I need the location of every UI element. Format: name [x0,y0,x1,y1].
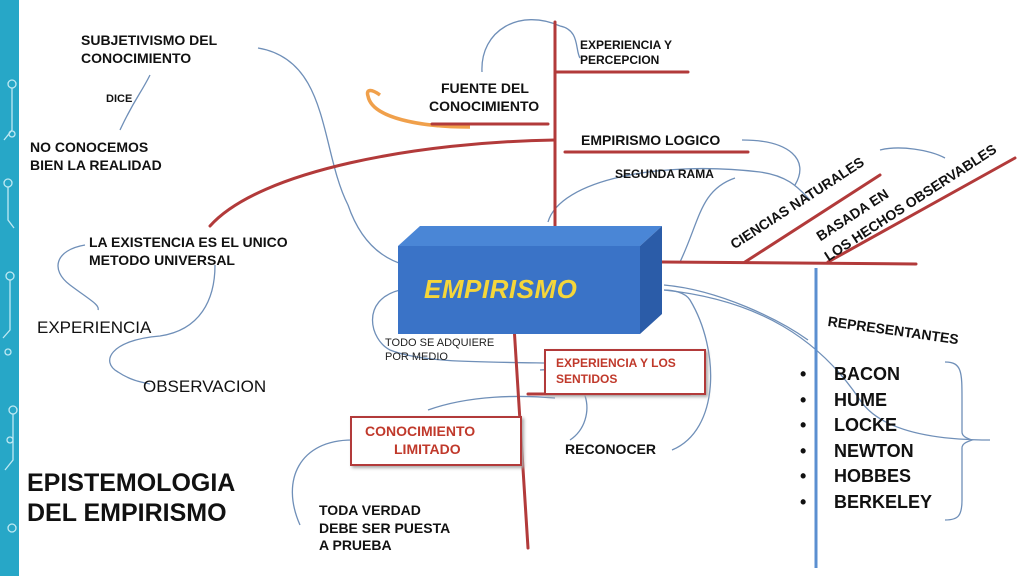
node-observacion: OBSERVACION [143,377,267,396]
slide-title-line1: EPISTEMOLOGIA [27,469,236,497]
bullet-icon: • [800,491,807,512]
node-reconocer: RECONOCER [565,441,657,457]
representante-name: HUME [834,389,887,410]
bullet-icon: • [800,415,807,435]
curve-todo-se [372,289,549,364]
node-no-conocemos: NO CONOCEMOS BIEN LA REALIDAD [30,139,162,174]
node-toda-verdad-line2: DEBE SER PUESTA [319,519,451,536]
center-label: EMPIRISMO [424,274,578,304]
curve-subjetivismo [257,47,406,266]
list-item: • LOCKE [800,413,932,439]
node-exp-sentidos-line1: EXPERIENCIA Y LOS [556,356,676,370]
node-exp-sentidos-line2: SENTIDOS [556,372,618,386]
node-experiencia-percepcion-line2: PERCEPCION [580,53,660,67]
slide-title-line2: DEL EMPIRISMO [27,499,227,527]
representante-name: LOCKE [834,415,897,435]
representantes-bracket [944,361,975,521]
list-item: • BACON [800,362,932,388]
curve-experiencia-percepcion [559,25,581,59]
box-conoc-limitado: CONOCIMIENTO LIMITADO [350,416,522,466]
curve-segunda-rama [547,167,811,223]
node-existencia-line1: LA EXISTENCIA ES EL UNICO [89,234,288,250]
node-empirismo-logico: EMPIRISMO LOGICO [581,132,721,148]
list-item: • HUME [800,388,932,414]
list-item: • NEWTON [800,439,932,465]
curve-reps-bracket [663,289,991,441]
node-todo-se-line2: POR MEDIO [385,350,448,363]
node-toda-verdad-line3: A PRUEBA [319,537,392,553]
sidebar-decoration [0,0,19,576]
node-fuente-line2: CONOCIMIENTO [429,97,540,114]
curve-ciencias [879,147,946,159]
curve-dice [119,74,151,131]
node-segunda-rama: SEGUNDA RAMA [615,167,714,181]
curve-fuente [481,19,561,73]
node-conoc-limitado-line2: LIMITADO [394,441,461,457]
representantes-list: • BACON • HUME • LOCKE • NEWTON • HOBBES • BER… [800,362,932,515]
node-subjetivismo-line1: SUBJETIVISMO DEL [81,32,218,48]
node-todo-se-line1: TODO SE ADQUIERE [385,337,495,349]
representante-name: BACON [834,364,900,384]
node-fuente: FUENTE DEL CONOCIMIENTO [429,80,539,115]
node-toda-verdad: TODA VERDAD DEBE SER PUESTA A PRUEBA [319,502,450,555]
node-experiencia-percepcion-line1: EXPERIENCIA Y [580,38,673,52]
node-toda-verdad-line1: TODA VERDAD [319,502,421,518]
node-todo-se: TODO SE ADQUIERE POR MEDIO [385,337,494,365]
empirismo-box [398,226,662,334]
list-item: • HOBBES [800,464,932,490]
node-no-conocemos-line1: NO CONOCEMOS [30,139,149,155]
node-conoc-limitado-line1: CONOCIMIENTO [365,423,476,439]
curve-existencia [57,244,99,311]
curve-right-1 [679,177,736,263]
curve-empirismo-logico [741,139,801,186]
slide-title: EPISTEMOLOGIA DEL EMPIRISMO [27,468,235,528]
curve-toda-verdad [291,439,353,526]
representante-name: NEWTON [834,440,914,461]
bullet-icon: • [800,440,807,461]
bullet-icon: • [800,466,807,486]
node-experiencia-percepcion: EXPERIENCIA Y PERCEPCION [580,38,672,68]
node-existencia-line2: METODO UNIVERSAL [89,251,235,268]
list-item: • BERKELEY [800,490,932,516]
red-diag-basada [826,156,1017,264]
bullet-icon: • [800,389,807,410]
red-arc-no-conocemos [208,138,557,228]
curve-representantes [663,284,809,341]
red-horizontal-right [660,260,918,266]
red-diag-ciencias [743,173,882,264]
node-fuente-line1: FUENTE DEL [441,80,529,96]
representante-name: HOBBES [834,466,912,486]
node-experiencia: EXPERIENCIA [37,318,152,337]
node-subjetivismo: SUBJETIVISMO DEL CONOCIMIENTO [81,32,217,67]
box-exp-sentidos: EXPERIENCIA Y LOS SENTIDOS [544,349,706,395]
circuit-decoration-icon [2,79,18,533]
representante-name: BERKELEY [834,491,933,512]
curve-experiencia [109,264,216,385]
node-no-conocemos-line2: BIEN LA REALIDAD [30,156,162,173]
curve-conoc-limitado [427,395,556,411]
node-dice: DICE [106,93,133,105]
bullet-icon: • [800,364,807,384]
node-subjetivismo-line2: CONOCIMIENTO [81,49,192,66]
node-existencia: LA EXISTENCIA ES EL UNICO METODO UNIVERS… [89,234,288,269]
